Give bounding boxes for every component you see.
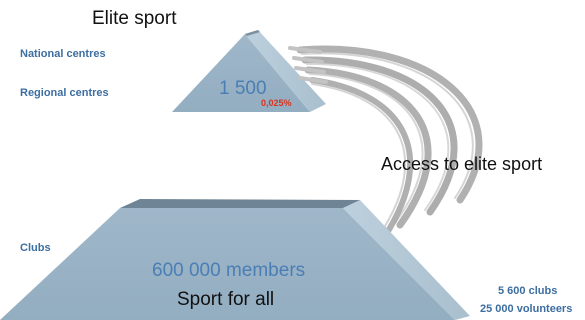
- access-arrow: [288, 45, 483, 239]
- base-pyramid-top: [120, 199, 360, 208]
- volunteers-count: 25 000 volunteers: [480, 303, 573, 315]
- elite-count: 1 500: [219, 78, 267, 99]
- elite-percent: 0,025%: [261, 98, 292, 108]
- members-count: 600 000 members: [152, 260, 306, 281]
- base-pyramid-side: [343, 200, 470, 320]
- elite-pyramid-front: [172, 34, 310, 112]
- national-centres-label: National centres: [20, 48, 106, 60]
- clubs-label: Clubs: [20, 242, 51, 254]
- elite-pyramid-top: [245, 30, 260, 36]
- elite-pyramid-side: [245, 30, 326, 112]
- elite-pyramid: [172, 30, 326, 112]
- sport-for-all-title: Sport for all: [177, 289, 275, 310]
- base-pyramid: [0, 199, 470, 320]
- clubs-count: 5 600 clubs: [498, 285, 558, 297]
- regional-centres-label: Regional centres: [20, 87, 109, 99]
- base-pyramid-front: [0, 208, 455, 320]
- access-label: Access to elite sport: [381, 154, 543, 174]
- elite-sport-title: Elite sport: [92, 8, 177, 29]
